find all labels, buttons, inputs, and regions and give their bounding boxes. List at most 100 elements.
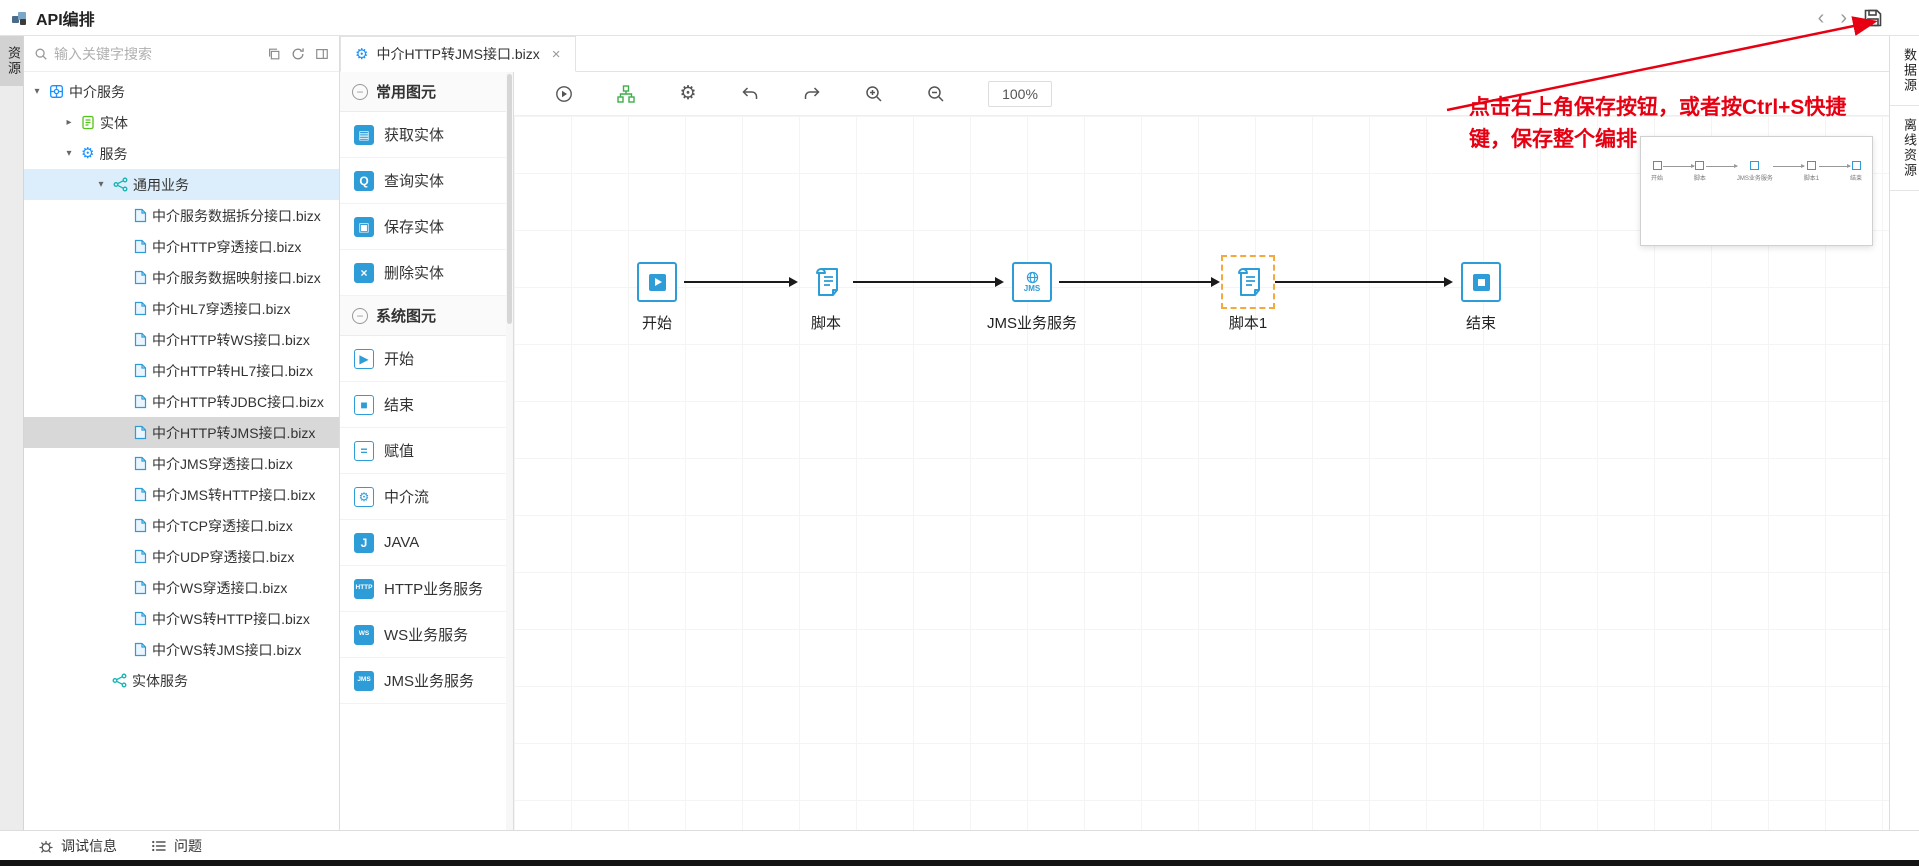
tree-item-entity[interactable]: ▸ 实体 bbox=[24, 107, 339, 138]
rail-tab-datasource[interactable]: 数据源 bbox=[1890, 36, 1919, 106]
tree-item-file[interactable]: 中介HL7穿透接口.bizx bbox=[24, 293, 339, 324]
undo-icon[interactable] bbox=[740, 84, 760, 104]
palette-item[interactable]: × 删除实体 bbox=[340, 250, 513, 296]
flow-node-label: JMS业务服务 bbox=[986, 315, 1078, 332]
flow-node-script[interactable]: 脚本 bbox=[803, 259, 849, 333]
tree-item-file[interactable]: 中介HTTP转JDBC接口.bizx bbox=[24, 386, 339, 417]
palette-item[interactable]: ■ 结束 bbox=[340, 382, 513, 428]
palette-item-icon: ▤ bbox=[354, 124, 374, 145]
flow-node-jms-service[interactable]: JMS JMS业务服务 bbox=[987, 259, 1077, 333]
tab-close-icon[interactable]: × bbox=[551, 45, 561, 63]
bizx-file-icon bbox=[134, 549, 147, 564]
refresh-icon[interactable] bbox=[291, 47, 305, 61]
tree-item-file[interactable]: 中介HTTP转HL7接口.bizx bbox=[24, 355, 339, 386]
tree-item-file[interactable]: 中介HTTP穿透接口.bizx bbox=[24, 231, 339, 262]
palette-item[interactable]: = 赋值 bbox=[340, 428, 513, 474]
annotation-text: 点击右上角保存按钮，或者按Ctrl+S快捷键，保存整个编排 bbox=[1469, 96, 1847, 151]
palette-scrollbar[interactable] bbox=[506, 72, 513, 830]
palette-item[interactable]: Q 查询实体 bbox=[340, 158, 513, 204]
bizx-file-icon bbox=[134, 270, 147, 285]
save-icon bbox=[1864, 9, 1882, 26]
tree-item-root[interactable]: ▾ 中介服务 bbox=[24, 76, 339, 107]
palette-section-common[interactable]: − 常用图元 bbox=[340, 72, 513, 112]
palette-common-list: ▤ 获取实体 Q 查询实体 ▣ 保存实体 bbox=[340, 112, 513, 296]
palette-item-icon: ▣ bbox=[354, 216, 374, 237]
toggle-open-icon[interactable]: ▾ bbox=[98, 179, 104, 190]
tree-item-entity-service[interactable]: 实体服务 bbox=[24, 665, 339, 696]
tree-item-file[interactable]: 中介TCP穿透接口.bizx bbox=[24, 510, 339, 541]
nav-forward-icon[interactable]: › bbox=[1840, 6, 1847, 29]
flow-canvas[interactable]: 开始 脚本 JMS bbox=[514, 116, 1889, 830]
tree-item-label: 实体服务 bbox=[132, 672, 188, 689]
tree-item-service[interactable]: ▾ ⚙ 服务 bbox=[24, 138, 339, 169]
search-input[interactable] bbox=[54, 45, 261, 62]
redo-icon[interactable] bbox=[802, 84, 822, 104]
tree-item-file[interactable]: 中介UDP穿透接口.bizx bbox=[24, 541, 339, 572]
sidebar: ▾ 中介服务 ▸ 实体 ▾ ⚙ 服务 bbox=[24, 36, 340, 830]
rail-tab-offline-resources[interactable]: 离线资源 bbox=[1890, 106, 1919, 191]
tree-item-file[interactable]: 中介HTTP转WS接口.bizx bbox=[24, 324, 339, 355]
tree-item-label: 中介HTTP转JDBC接口.bizx bbox=[152, 393, 324, 410]
collapse-section-icon[interactable]: − bbox=[352, 307, 368, 324]
flow-node-start[interactable]: 开始 bbox=[634, 259, 680, 333]
tree-item-file[interactable]: 中介WS穿透接口.bizx bbox=[24, 572, 339, 603]
rail-tab-resources[interactable]: 资源 bbox=[0, 36, 23, 86]
minimap-connector bbox=[1819, 164, 1851, 168]
collapse-panel-icon[interactable] bbox=[315, 47, 329, 61]
zoom-level[interactable]: 100% bbox=[988, 80, 1052, 107]
tree-file-list: 中介服务数据拆分接口.bizx 中介HTTP穿透接口.bizx bbox=[24, 200, 339, 665]
palette-item[interactable]: ▣ 保存实体 bbox=[340, 204, 513, 250]
palette-item-label: JAVA bbox=[384, 534, 420, 551]
tab-active-bizx[interactable]: ⚙ 中介HTTP转JMS接口.bizx × bbox=[340, 36, 576, 72]
end-node-icon bbox=[1461, 262, 1501, 302]
nav-back-icon[interactable]: ‹ bbox=[1817, 6, 1825, 29]
palette-item-icon: ■ bbox=[354, 394, 374, 415]
zoom-out-icon[interactable] bbox=[926, 84, 946, 104]
flow-node-end[interactable]: 结束 bbox=[1458, 259, 1504, 333]
palette-item[interactable]: ⚙ 中介流 bbox=[340, 474, 513, 520]
palette-item[interactable]: HTTP HTTP业务服务 bbox=[340, 566, 513, 612]
collapse-section-icon[interactable]: − bbox=[352, 83, 368, 100]
palette-section-system[interactable]: − 系统图元 bbox=[340, 296, 513, 336]
palette-item[interactable]: ▶ 开始 bbox=[340, 336, 513, 382]
tree-item-file[interactable]: 中介JMS穿透接口.bizx bbox=[24, 448, 339, 479]
flow-node-script1[interactable]: 脚本1 bbox=[1221, 255, 1275, 333]
auto-layout-icon[interactable] bbox=[616, 84, 636, 104]
palette-scrollbar-thumb[interactable] bbox=[507, 74, 512, 324]
copy-icon[interactable] bbox=[267, 47, 281, 61]
palette-item-icon: HTTP bbox=[354, 578, 374, 599]
palette-item[interactable]: ▤ 获取实体 bbox=[340, 112, 513, 158]
debug-info-button[interactable]: 调试信息 bbox=[38, 836, 117, 856]
flow-connector[interactable] bbox=[684, 277, 798, 287]
palette-item[interactable]: J JAVA bbox=[340, 520, 513, 566]
palette-item[interactable]: JMS JMS业务服务 bbox=[340, 658, 513, 704]
tree-item-file[interactable]: 中介服务数据映射接口.bizx bbox=[24, 262, 339, 293]
palette-item-icon: Q bbox=[354, 170, 374, 191]
tree-item-file[interactable]: 中介WS转HTTP接口.bizx bbox=[24, 603, 339, 634]
palette-item[interactable]: WS WS业务服务 bbox=[340, 612, 513, 658]
tree-item-file[interactable]: 中介WS转JMS接口.bizx bbox=[24, 634, 339, 665]
flow-connector[interactable] bbox=[853, 277, 1004, 287]
debug-run-icon[interactable] bbox=[554, 84, 574, 104]
problems-button[interactable]: 问题 bbox=[151, 836, 202, 856]
minimap[interactable]: 开始 脚本 JMS业务服务 脚本1 结束 bbox=[1640, 136, 1873, 246]
settings-gear-icon[interactable]: ⚙ bbox=[679, 83, 697, 104]
toggle-open-icon[interactable]: ▾ bbox=[34, 86, 40, 97]
flow-connector[interactable] bbox=[1275, 277, 1453, 287]
tree-item-file[interactable]: 中介JMS转HTTP接口.bizx bbox=[24, 479, 339, 510]
minimap-connector bbox=[1705, 164, 1738, 168]
zoom-in-icon[interactable] bbox=[864, 84, 884, 104]
toggle-open-icon[interactable]: ▾ bbox=[66, 148, 72, 159]
flow-connector[interactable] bbox=[1059, 277, 1220, 287]
tree-item-general-business[interactable]: ▾ 通用业务 bbox=[24, 169, 339, 200]
page-title: API编排 bbox=[36, 11, 95, 29]
problems-label: 问题 bbox=[174, 837, 202, 854]
tree-item-label: 实体 bbox=[100, 114, 128, 131]
tree-item-file[interactable]: 中介服务数据拆分接口.bizx bbox=[24, 200, 339, 231]
tree-item-file[interactable]: 中介HTTP转JMS接口.bizx bbox=[24, 417, 339, 448]
bizx-file-icon bbox=[134, 642, 147, 657]
bizx-file-icon bbox=[134, 239, 147, 254]
toggle-closed-icon[interactable]: ▸ bbox=[66, 117, 72, 128]
save-button[interactable] bbox=[1863, 8, 1883, 28]
bizx-file-icon bbox=[134, 332, 147, 347]
